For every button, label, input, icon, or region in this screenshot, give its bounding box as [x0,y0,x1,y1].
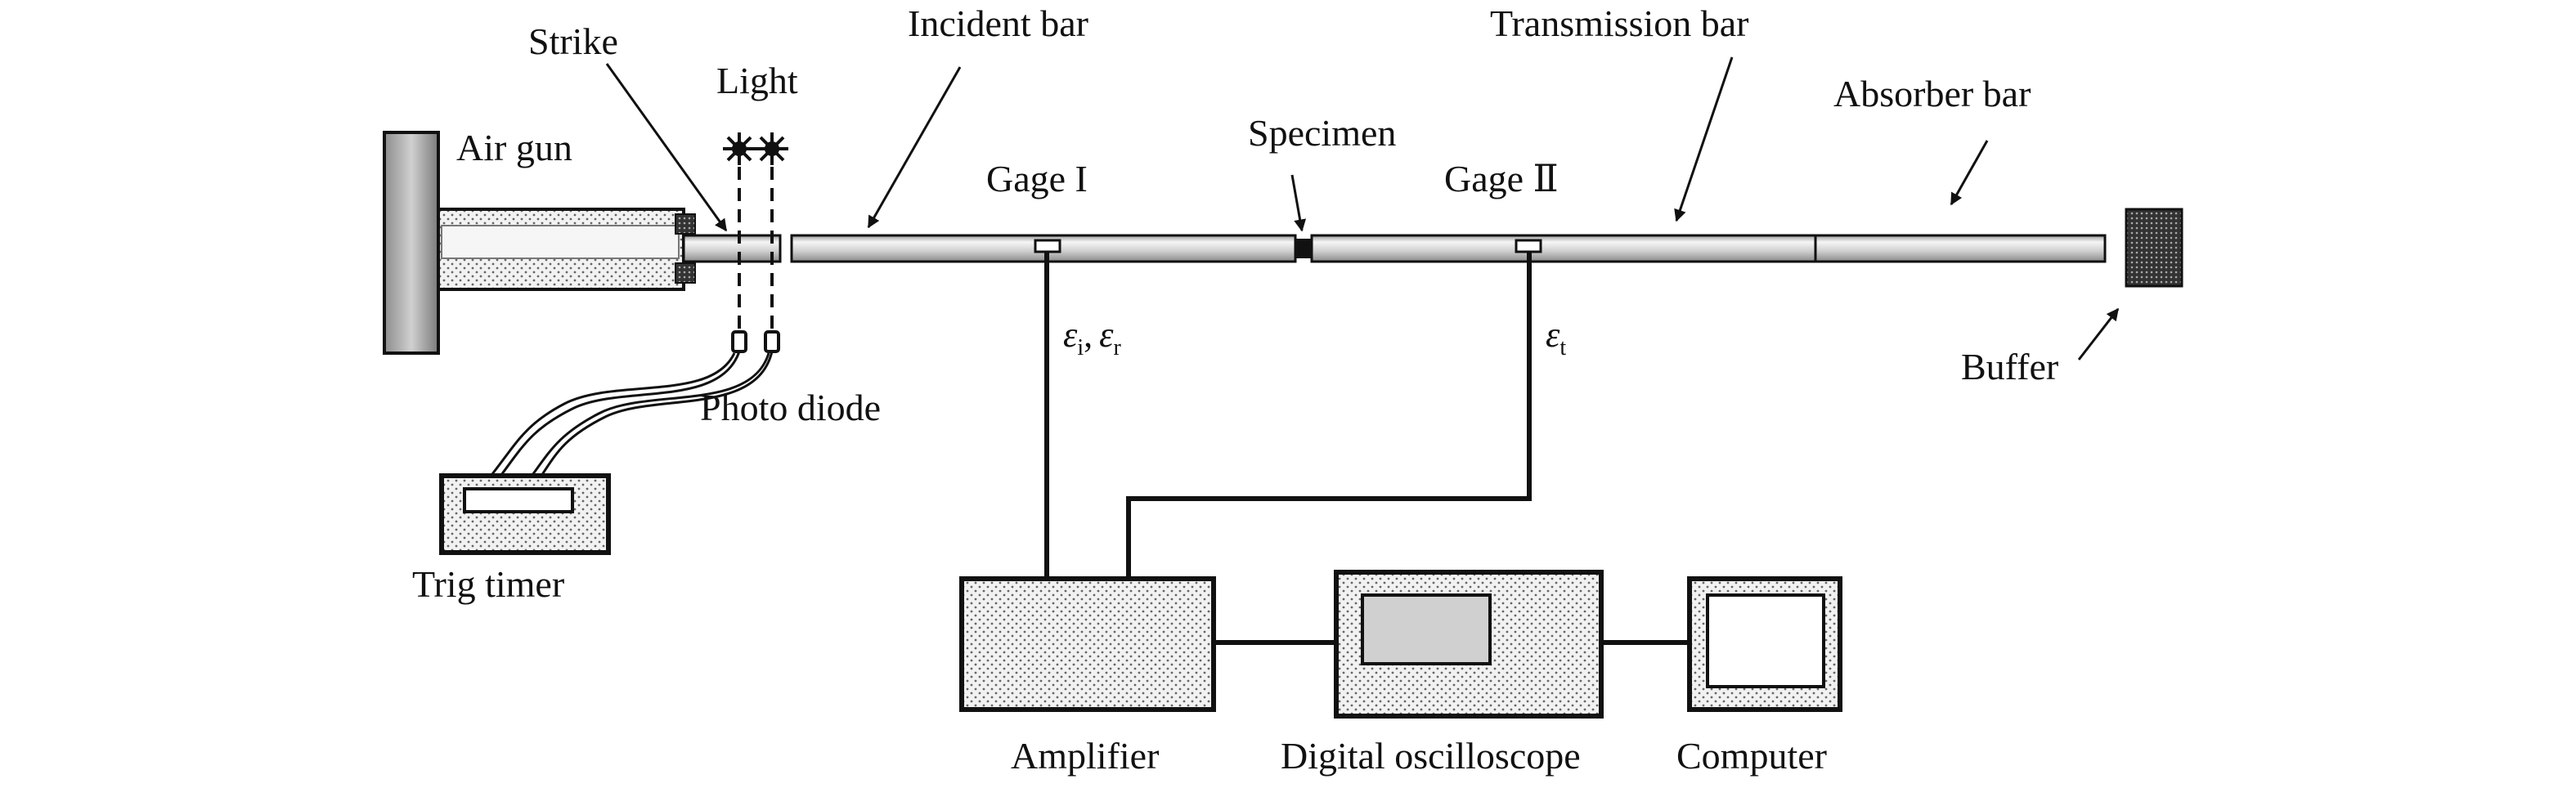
transmission-bar-arrow [1674,56,1734,222]
gage-2-label: Gage Ⅱ [1444,158,1559,199]
diode-cable [487,352,736,479]
air-gun-label: Air gun [456,127,572,168]
computer [1687,576,1842,712]
oscilloscope-screen [1361,593,1492,665]
gage-1-label: Gage I [986,158,1088,199]
specimen [1295,239,1312,258]
light-sources [723,132,788,330]
oscilloscope [1334,570,1604,719]
strain-incident-reflected-label: εi,εr [1063,315,1121,360]
oscilloscope-label: Digital oscilloscope [1281,735,1581,777]
photo-diodes [731,330,780,353]
air-gun-plate [383,131,440,355]
diode-cable [528,352,770,479]
light-star-icon [756,132,788,165]
transmission-bar-label: Transmission bar [1490,2,1749,44]
photo-diode-label: Photo diode [700,387,881,428]
computer-label: Computer [1676,735,1827,777]
striker-bar [682,234,782,263]
photo-diode-icon [764,330,780,353]
strain-gage-2 [1515,239,1542,253]
air-gun-seal-bottom [675,262,696,284]
incident-bar-label: Incident bar [908,2,1088,44]
amplifier-label: Amplifier [1011,735,1159,777]
strain-gage-1 [1034,239,1061,253]
strain-transmitted-label: εt [1546,315,1566,360]
trig-timer-label: Trig timer [412,563,564,605]
specimen-label: Specimen [1248,112,1396,154]
incident-bar-arrow [867,66,962,229]
photo-diode-icon [731,330,747,353]
diode-cable [497,351,741,479]
absorber-bar [1814,234,2107,263]
strike-arrow [605,63,728,232]
air-gun [383,131,696,355]
trig-timer [439,473,611,555]
amplifier-box [959,576,1216,712]
strike-label: Strike [528,20,618,62]
specimen-arrow [1290,174,1307,232]
buffer-label: Buffer [1961,346,2058,387]
transmission-bar [1310,234,1817,263]
computer-screen [1706,593,1825,688]
buffer-arrow [2077,307,2120,360]
buffer [2125,208,2183,288]
diode-cable [538,351,774,479]
trig-timer-display [463,487,574,513]
absorber-bar-arrow [1950,140,1989,206]
air-gun-bore [441,225,680,259]
air-gun-seal-top [675,213,696,235]
light-star-icon [723,132,756,165]
absorber-bar-label: Absorber bar [1833,73,2031,114]
light-label: Light [716,60,798,101]
gage-2-wire [1126,252,1532,579]
